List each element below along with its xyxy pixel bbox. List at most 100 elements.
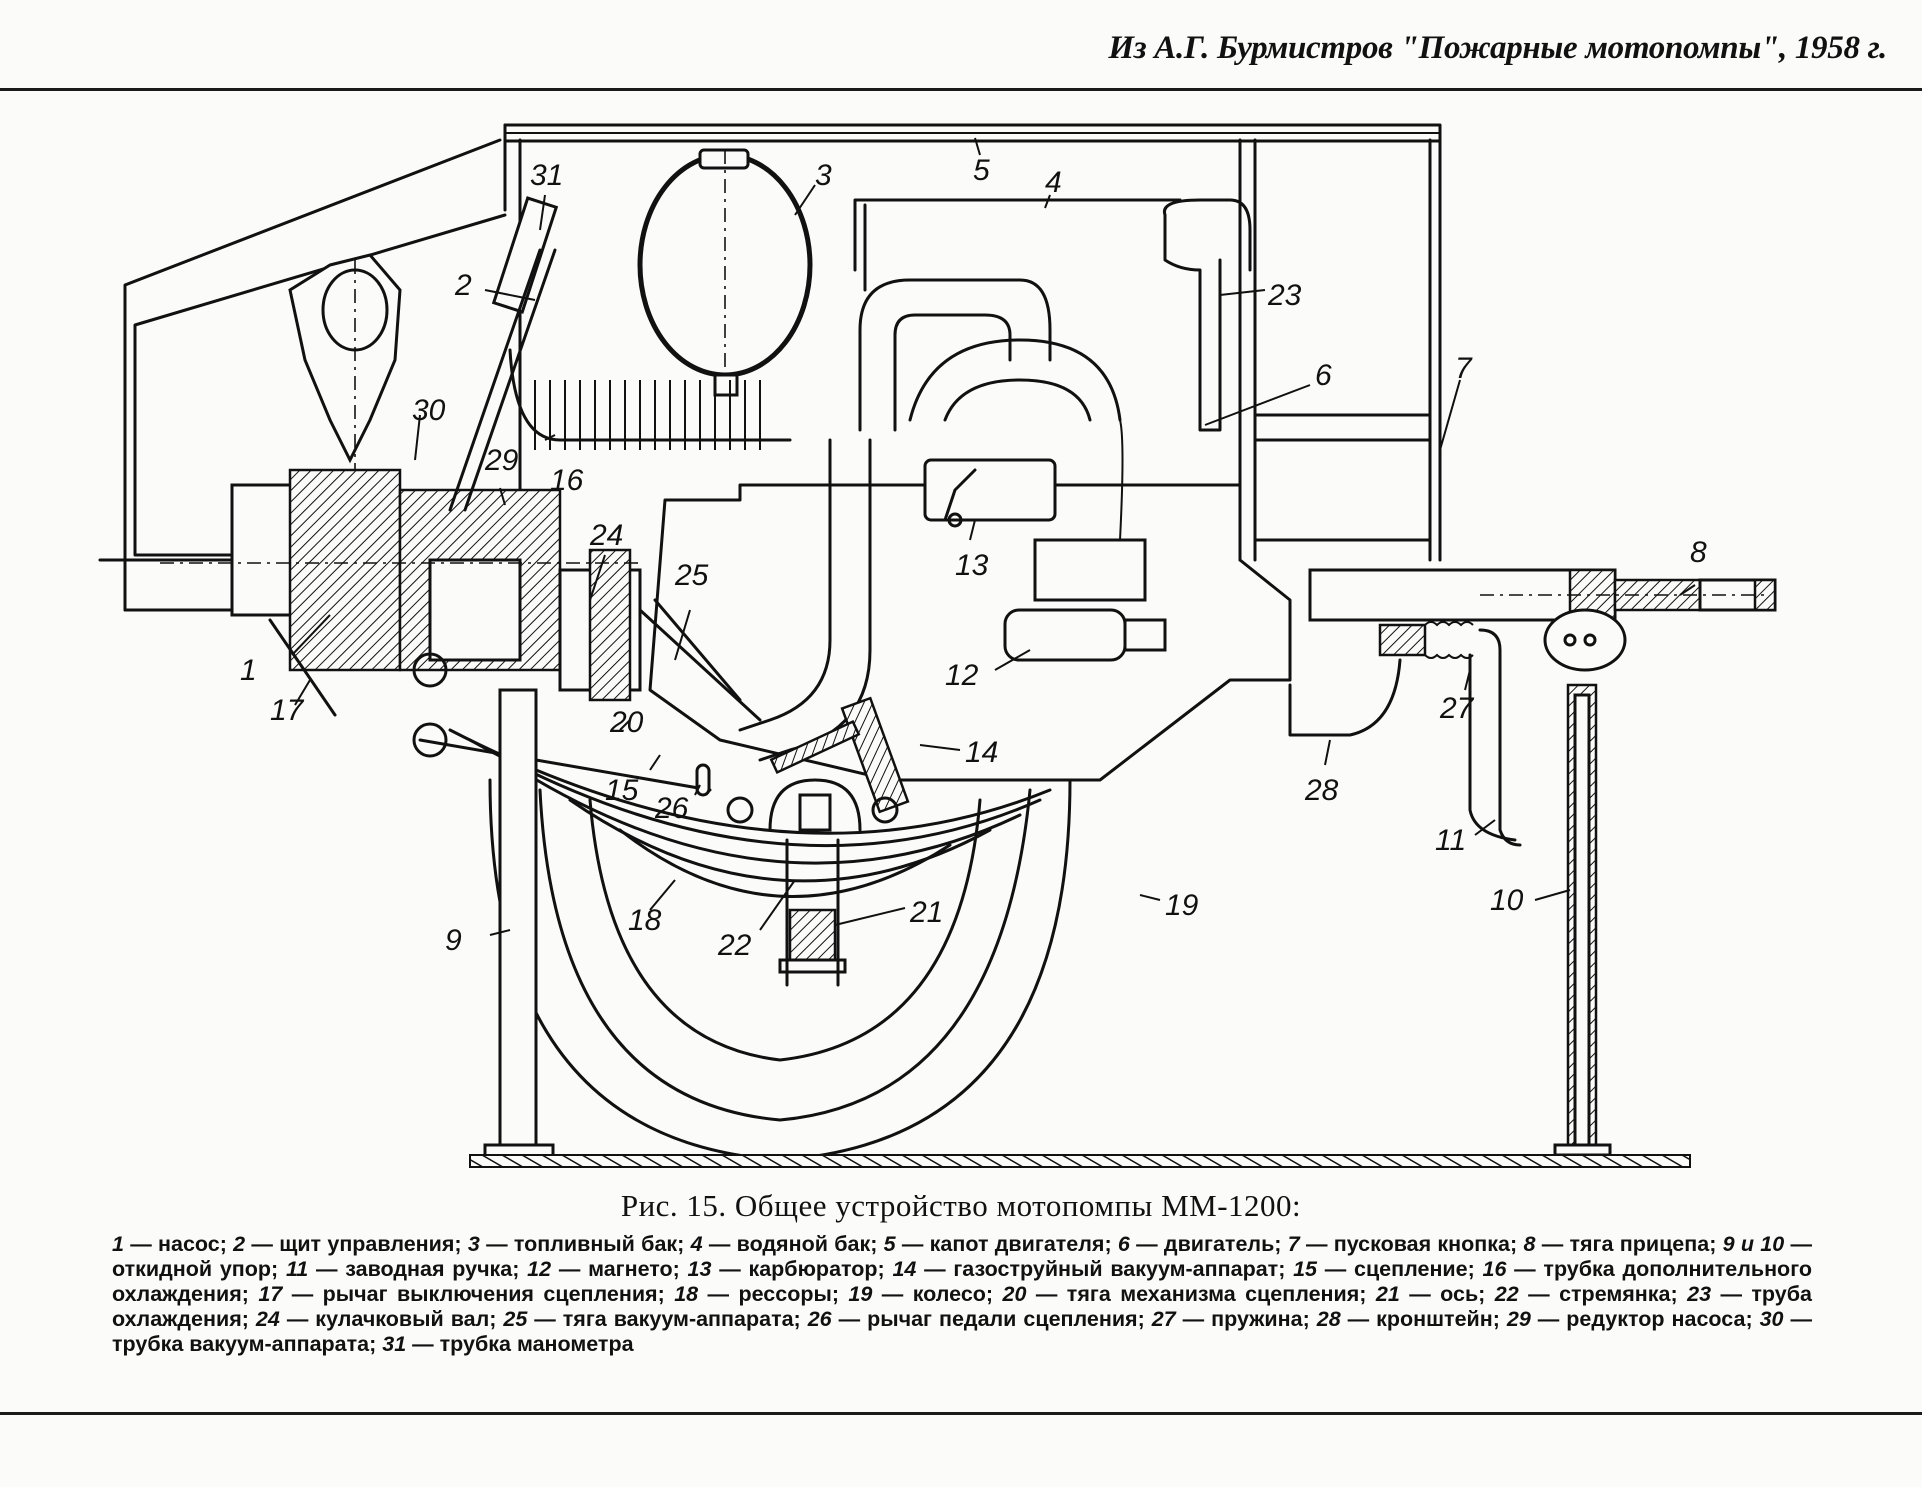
- legend-entry: 29 — редуктор насоса;: [1507, 1307, 1760, 1331]
- legend-entry: 31 — трубка манометра: [382, 1332, 633, 1356]
- legend-entry: 8 — тяга прицепа;: [1523, 1232, 1722, 1256]
- legend-entry: 18 — рессоры;: [674, 1282, 848, 1306]
- callout-29: 29: [484, 444, 519, 477]
- ground-line: [469, 1154, 1691, 1168]
- legend-entry: 21 — ось;: [1376, 1282, 1495, 1306]
- legend-number: 7: [1287, 1232, 1300, 1256]
- callout-3: 3: [815, 159, 832, 192]
- legend-entry: 23 — труба охлаждения;: [112, 1282, 1812, 1331]
- callout-16: 16: [550, 464, 584, 497]
- legend-text: — газоструйный вакуум-аппарат;: [916, 1257, 1294, 1281]
- callout-2: 2: [454, 269, 472, 302]
- legend-text: — тяга вакуум-аппарата;: [527, 1307, 808, 1331]
- legend-number: 11: [285, 1257, 309, 1281]
- legend-number: 31: [382, 1332, 407, 1356]
- legend-text: — пусковая кнопка;: [1299, 1232, 1524, 1256]
- legend-entry: 6 — двигатель;: [1118, 1232, 1288, 1256]
- figure-title: Рис. 15. Общее устройство мотопомпы ММ-1…: [620, 1188, 1302, 1223]
- legend-entry: 17 — рычаг выключения сцепления;: [258, 1282, 674, 1306]
- legend-text: — тяга механизма сцепления;: [1026, 1282, 1376, 1306]
- legend-entry: 19 — колесо;: [848, 1282, 1002, 1306]
- legend-entry: 25 — тяга вакуум-аппарата;: [503, 1307, 807, 1331]
- callout-10: 10: [1490, 884, 1524, 917]
- callout-8: 8: [1690, 536, 1707, 569]
- tow-bar: [1308, 568, 1777, 622]
- callout-31: 31: [530, 159, 563, 192]
- legend-entry: 30 — трубка вакуум-аппарата;: [112, 1307, 1812, 1356]
- legend-entry: 27 — пружина;: [1152, 1307, 1317, 1331]
- bottom-rule: [0, 1412, 1922, 1415]
- legend-text: — карбюратор;: [711, 1257, 893, 1281]
- clutch-linkage: [268, 598, 762, 797]
- legend-text: — щит управления;: [245, 1232, 468, 1256]
- legend-number: 22: [1494, 1282, 1519, 1306]
- legend-entry: 13 — карбюратор;: [688, 1257, 893, 1281]
- legend-number: 3: [467, 1232, 480, 1256]
- legend-entry: 24 — кулачковый вал;: [256, 1307, 503, 1331]
- axle: [726, 778, 899, 987]
- legend-text: — пружина;: [1175, 1307, 1317, 1331]
- legend-text: — трубка манометра: [406, 1332, 634, 1356]
- callout-25: 25: [674, 559, 709, 592]
- callout-labels: 1 2 3 4 5 6 7 8 9 10 11 12 13 14 15 16 1…: [240, 154, 1707, 962]
- callout-5: 5: [973, 154, 990, 187]
- callout-9: 9: [445, 924, 462, 957]
- callout-15: 15: [605, 774, 639, 807]
- legend-entry: 20 — тяга механизма сцепления;: [1003, 1282, 1376, 1306]
- fuel-tank: [637, 148, 813, 397]
- legend-number: 5: [883, 1232, 896, 1256]
- legend-entry: 11 — заводная ручка;: [286, 1257, 527, 1281]
- callout-17: 17: [270, 694, 305, 727]
- legend-text: — труба охлаждения;: [112, 1282, 1812, 1331]
- cooling-fins: [508, 348, 792, 450]
- legend-entry: 9 и 10 — откидной упор;: [112, 1232, 1812, 1281]
- callout-27: 27: [1439, 692, 1475, 725]
- legend-text: — заводная ручка;: [308, 1257, 528, 1281]
- legend-entry: 4 — водяной бак;: [691, 1232, 884, 1256]
- legend-number: 28: [1316, 1307, 1341, 1331]
- legend-entry: 7 — пусковая кнопка;: [1288, 1232, 1524, 1256]
- engine: [648, 198, 1292, 782]
- legend-number: 26: [807, 1307, 832, 1331]
- vacuum-apparatus: [769, 696, 910, 814]
- leaf-spring: [448, 728, 1052, 898]
- legend-text: — кулачковый вал;: [279, 1307, 504, 1331]
- legend-number: 20: [1002, 1282, 1027, 1306]
- legend-number: 27: [1151, 1307, 1176, 1331]
- legend-text: — капот двигателя;: [895, 1232, 1118, 1256]
- water-tank: [853, 198, 1182, 292]
- legend-text: — редуктор насоса;: [1530, 1307, 1760, 1331]
- legend-text: — сцепление;: [1317, 1257, 1483, 1281]
- legend-entry: 16 — трубка дополнительного охлаждения;: [112, 1257, 1812, 1306]
- legend-entry: 28 — кронштейн;: [1317, 1307, 1507, 1331]
- legend-number: 1: [112, 1232, 124, 1256]
- legend-entry: 14 — газоструйный вакуум-аппарат;: [892, 1257, 1293, 1281]
- callout-12: 12: [945, 659, 979, 692]
- callout-26: 26: [654, 792, 689, 825]
- legend-number: 19: [848, 1282, 873, 1306]
- legend-text: — колесо;: [872, 1282, 1003, 1306]
- callout-11: 11: [1435, 824, 1466, 857]
- legend-number: 12: [527, 1257, 552, 1281]
- callout-24: 24: [589, 519, 623, 552]
- legend-text: — ось;: [1399, 1282, 1495, 1306]
- legend-text: — рессоры;: [698, 1282, 849, 1306]
- figure-legend: 1 — насос; 2 — щит управления; 3 — топли…: [112, 1232, 1812, 1357]
- legend-entry: 12 — магнето;: [527, 1257, 687, 1281]
- callout-7: 7: [1455, 352, 1473, 385]
- crank-assembly: [1288, 621, 1522, 847]
- legend-entry: 1 — насос;: [112, 1232, 233, 1256]
- legend-text: — трубка вакуум-аппарата;: [112, 1307, 1812, 1356]
- legend-text: — топливный бак;: [479, 1232, 691, 1256]
- legend-number: 16: [1482, 1257, 1507, 1281]
- callout-22: 22: [717, 929, 752, 962]
- support-leg-10: [1543, 608, 1627, 1157]
- callout-4: 4: [1045, 166, 1062, 199]
- top-rule: [0, 88, 1922, 91]
- callout-28: 28: [1304, 774, 1339, 807]
- legend-number: 25: [503, 1307, 528, 1331]
- legend-number: 18: [674, 1282, 699, 1306]
- legend-text: — откидной упор;: [112, 1232, 1812, 1281]
